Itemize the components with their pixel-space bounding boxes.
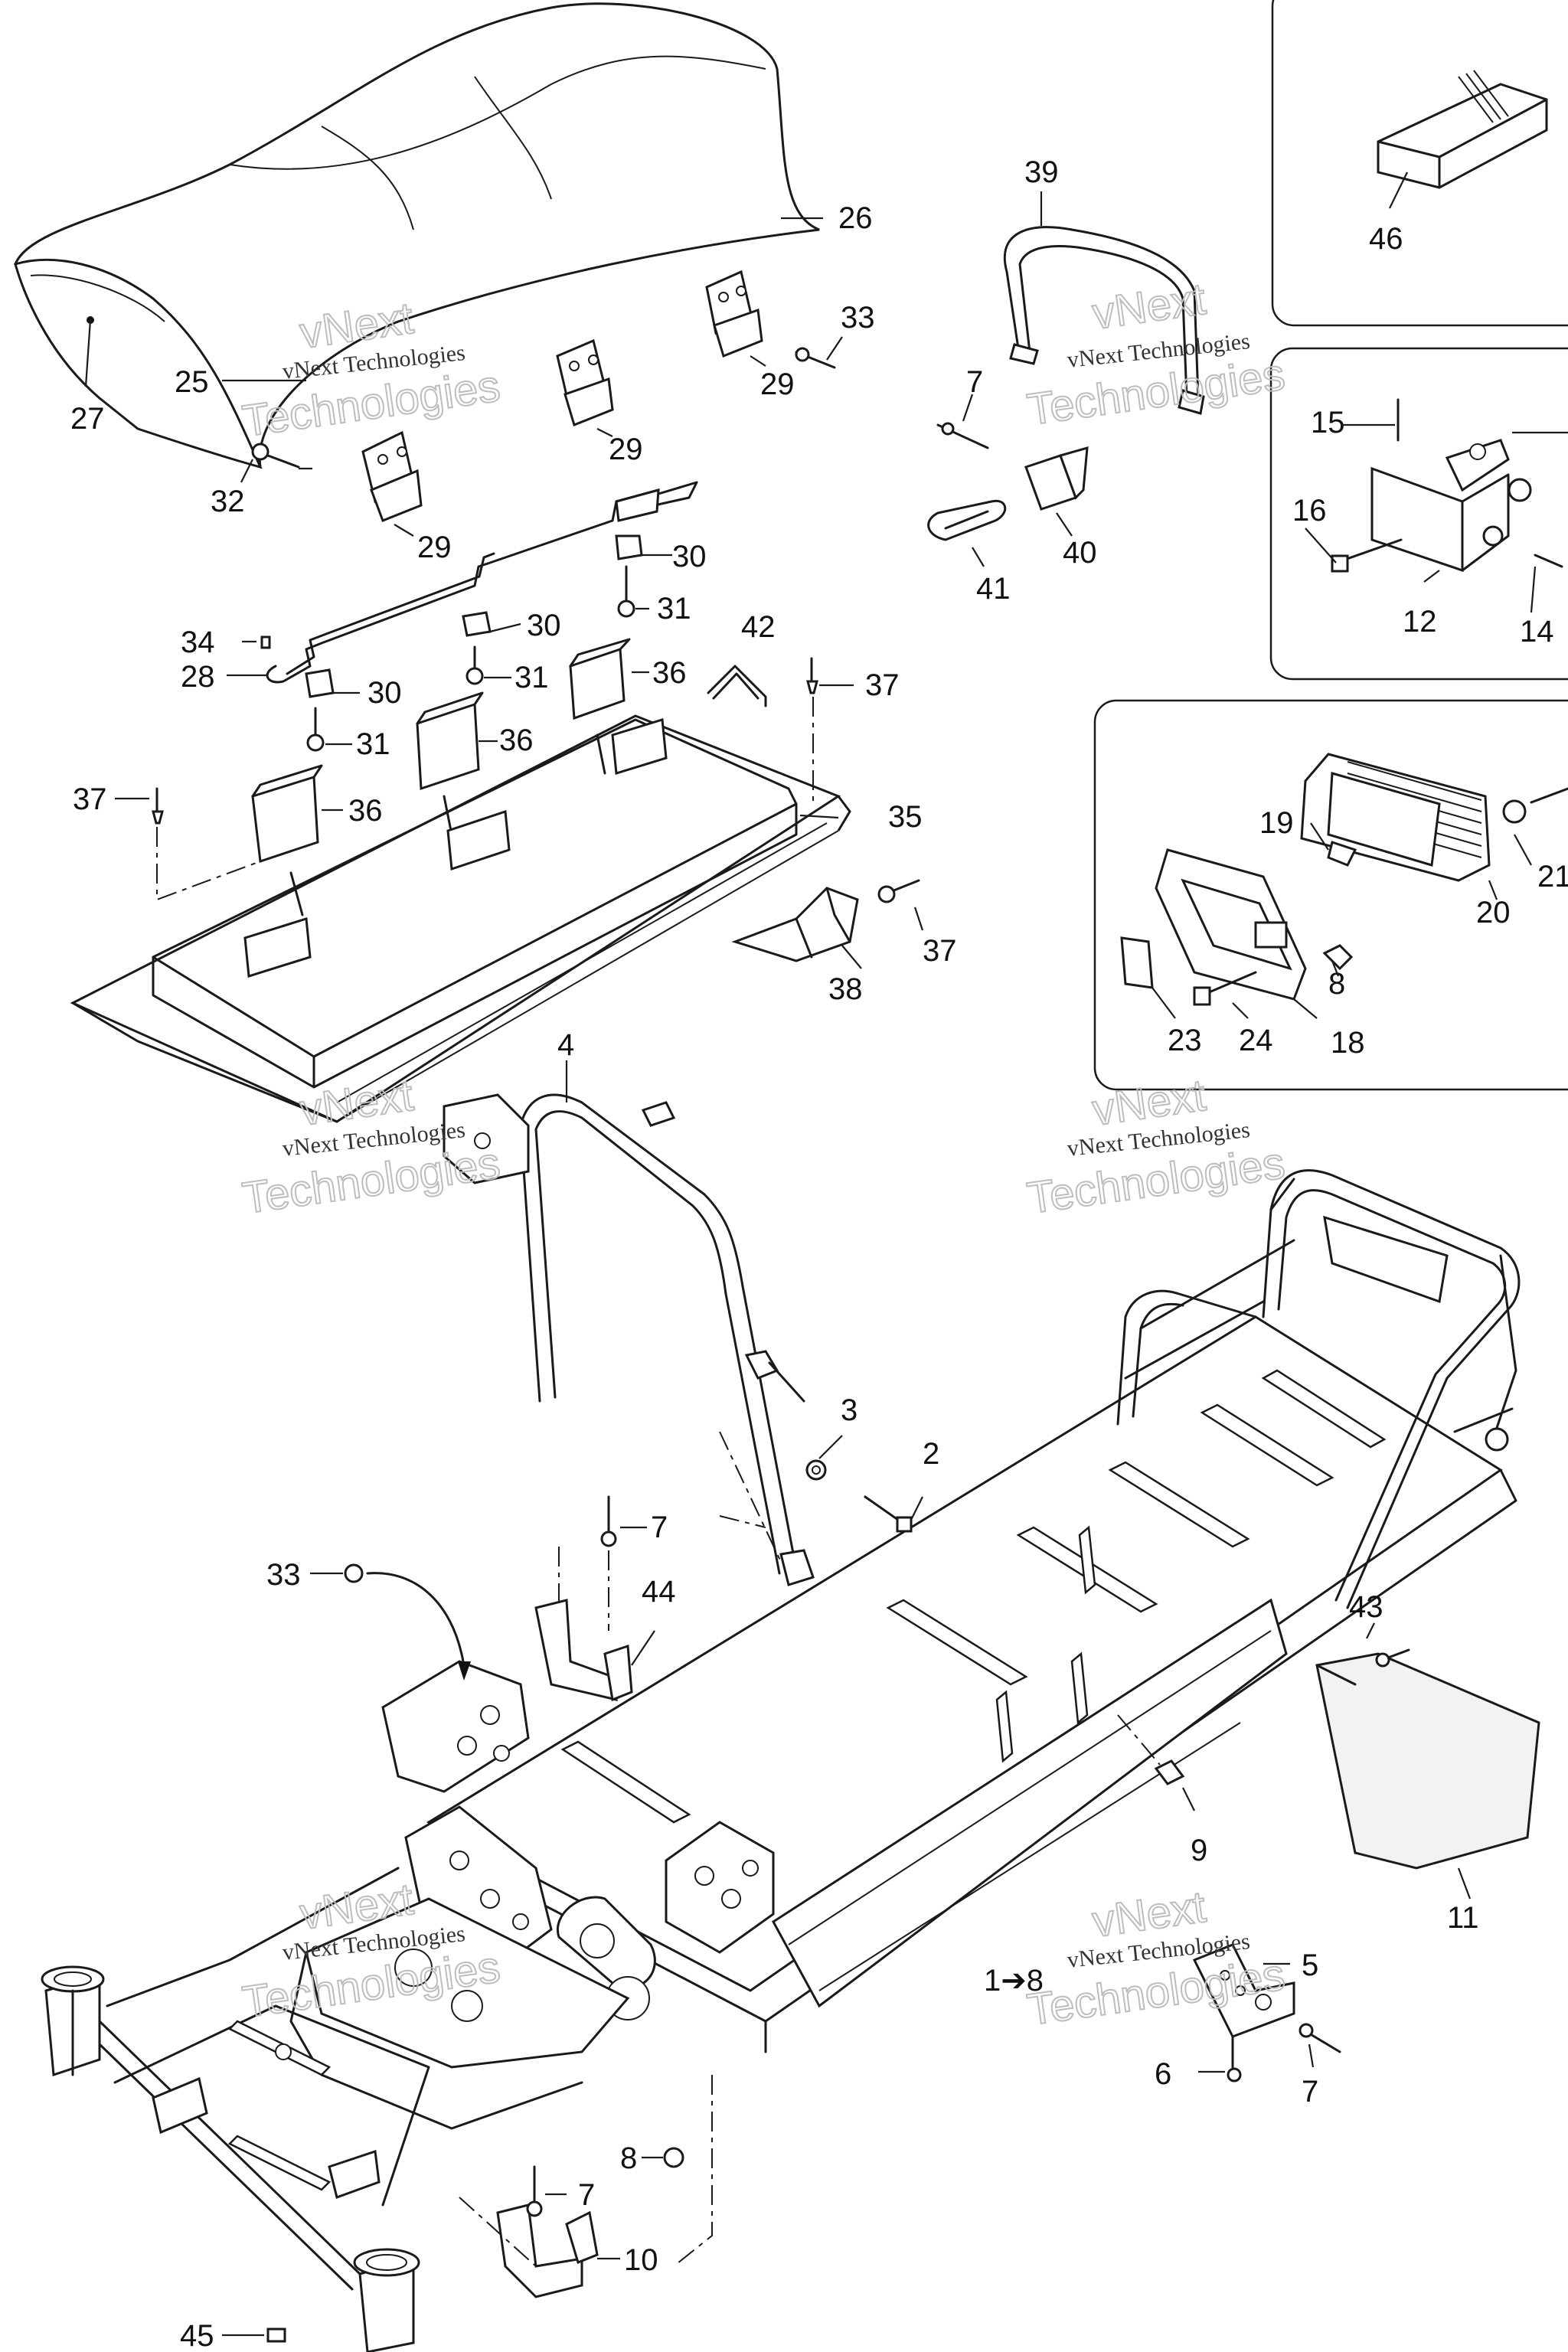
callout-label: 24 bbox=[1239, 1024, 1273, 1057]
inset-bracket-assembly bbox=[1269, 347, 1568, 681]
callout-labels: 26 27 25 32 29 29 29 33 39 7 40 41 46 15… bbox=[70, 155, 1568, 2352]
callout-label: 33 bbox=[266, 1558, 301, 1592]
spring-42 bbox=[707, 665, 767, 707]
callout-label: 35 bbox=[888, 800, 923, 834]
callout-label: 42 bbox=[741, 610, 776, 644]
flap-11 bbox=[1315, 1622, 1540, 1900]
callout-label: 26 bbox=[838, 201, 873, 235]
hinge-parts bbox=[240, 270, 843, 537]
tray-dividers bbox=[115, 638, 854, 901]
callout-label: 9 bbox=[1191, 1834, 1207, 1867]
bracket-38 bbox=[731, 879, 924, 969]
callout-label: 31 bbox=[514, 661, 549, 694]
callout-label: 14 bbox=[1520, 615, 1554, 648]
callout-label: 41 bbox=[976, 572, 1011, 606]
callout-label: 33 bbox=[841, 301, 875, 335]
callout-label: 5 bbox=[1302, 1949, 1318, 1982]
callout-label: 10 bbox=[624, 2243, 658, 2277]
bracket-5 bbox=[1192, 1943, 1341, 2082]
callout-label: 37 bbox=[865, 668, 900, 702]
callout-label: 20 bbox=[1476, 896, 1511, 929]
callout-label: 11 bbox=[1447, 1901, 1479, 1935]
callout-label: 19 bbox=[1259, 806, 1294, 840]
callout-label: 39 bbox=[1024, 155, 1059, 189]
callout-label: 37 bbox=[73, 782, 107, 816]
callout-label: 6 bbox=[1155, 2057, 1171, 2091]
callout-label: 32 bbox=[211, 485, 245, 518]
loop-4 bbox=[443, 1060, 815, 1586]
bracket-44 bbox=[534, 1495, 655, 1702]
callout-label: 7 bbox=[578, 2178, 595, 2212]
spacer-9 bbox=[1117, 1714, 1195, 1811]
callout-label: 8 bbox=[1328, 967, 1345, 1001]
callout-label: 37 bbox=[923, 934, 957, 968]
callout-label: 45 bbox=[180, 2319, 214, 2352]
callout-label: 29 bbox=[760, 368, 795, 401]
seat bbox=[14, 2, 823, 469]
callout-label: 29 bbox=[609, 433, 643, 466]
callout-label: 23 bbox=[1168, 1024, 1202, 1057]
callout-label: 29 bbox=[417, 531, 452, 564]
seat-latch-rod bbox=[227, 481, 698, 752]
callout-label: 38 bbox=[828, 972, 863, 1006]
callout-label: 28 bbox=[181, 660, 215, 694]
inset-accessory-bag bbox=[1271, 0, 1568, 327]
callout-label: 46 bbox=[1369, 222, 1403, 256]
bolt-2 bbox=[719, 1431, 923, 1563]
callout-label: 18 bbox=[1331, 1026, 1365, 1060]
callout-label: 12 bbox=[1403, 605, 1437, 639]
main-frame bbox=[41, 1169, 1521, 2352]
callout-label: 7 bbox=[966, 365, 983, 399]
callout-label: 25 bbox=[175, 365, 209, 399]
callout-label: 2 bbox=[923, 1437, 939, 1471]
callout-label: 7 bbox=[651, 1511, 668, 1544]
callout-label: 27 bbox=[70, 402, 105, 436]
screw-33-arrow bbox=[310, 1563, 471, 1681]
callout-label: 30 bbox=[527, 609, 561, 642]
callout-label: 21 bbox=[1537, 860, 1568, 893]
callout-label: 7 bbox=[1302, 2075, 1318, 2109]
callout-label: 1➔8 bbox=[984, 1964, 1044, 1998]
callout-label: 30 bbox=[672, 540, 707, 573]
callout-label: 3 bbox=[841, 1393, 858, 1427]
callout-label: 30 bbox=[368, 676, 402, 710]
callout-label: 40 bbox=[1063, 536, 1097, 570]
storage-tray bbox=[70, 714, 851, 1123]
watermark-text: vNext bbox=[1089, 274, 1209, 339]
lower-hardware bbox=[222, 2075, 713, 2343]
grab-handle-parts bbox=[927, 191, 1205, 567]
callout-label: 8 bbox=[620, 2141, 637, 2175]
callout-label: 15 bbox=[1311, 406, 1345, 439]
callout-label: 16 bbox=[1292, 494, 1327, 528]
inset-taillight-assembly bbox=[1093, 699, 1568, 1091]
callout-label: 44 bbox=[642, 1575, 676, 1609]
callout-label: 31 bbox=[657, 592, 691, 626]
callout-label: 36 bbox=[652, 656, 687, 690]
callout-label: 36 bbox=[499, 724, 534, 757]
callout-label: 31 bbox=[356, 727, 390, 761]
callout-label: 4 bbox=[557, 1028, 574, 1062]
callout-label: 43 bbox=[1349, 1590, 1383, 1624]
callout-label: 34 bbox=[181, 626, 215, 659]
callout-label: 36 bbox=[348, 794, 383, 828]
